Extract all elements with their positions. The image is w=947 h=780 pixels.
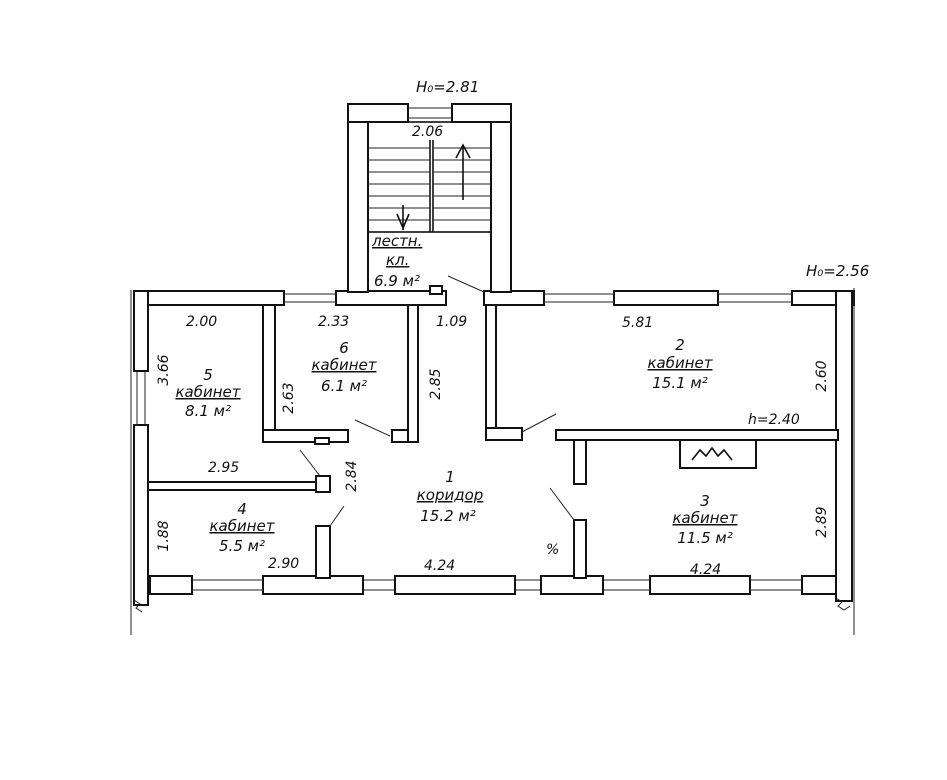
room-2-number: 2 — [675, 336, 685, 354]
room-4-name: кабинет — [209, 517, 275, 535]
room-5-area: 8.1 м² — [185, 402, 231, 420]
stamp-mark: % — [546, 542, 559, 558]
stair-name-line1: лестн. — [371, 232, 422, 250]
room-1-area: 15.2 м² — [420, 507, 476, 525]
dim-2-89: 2.89 — [814, 506, 830, 537]
dim-2-33: 2.33 — [318, 314, 349, 330]
interior-walls — [147, 304, 839, 579]
dim-2-90: 2.90 — [268, 556, 299, 572]
stair-width-dim: 2.06 — [412, 124, 443, 140]
dim-2-95: 2.95 — [208, 460, 239, 476]
dim-1-09: 1.09 — [436, 314, 467, 330]
room-1-name: коридор — [417, 486, 484, 504]
room-1-number: 1 — [445, 468, 455, 486]
room-5-number: 5 — [203, 366, 213, 384]
stair-name-line2: кл. — [386, 251, 409, 269]
room-6-area: 6.1 м² — [321, 377, 367, 395]
main-height-label: H₀=2.56 — [806, 262, 869, 280]
room3-height-label: h=2.40 — [748, 412, 800, 428]
dim-2-00: 2.00 — [186, 314, 217, 330]
outer-walls — [130, 288, 855, 635]
room-4-area: 5.5 м² — [219, 537, 265, 555]
stair-labels: 2.06 лестн. кл. 6.9 м² — [371, 124, 443, 290]
dimension-labels: 2.00 2.33 1.09 5.81 2.95 2.90 4.24 4.24 … — [156, 314, 830, 578]
dim-2-84: 2.84 — [344, 460, 360, 491]
dim-2-85: 2.85 — [428, 368, 444, 399]
dim-2-63: 2.63 — [281, 382, 297, 413]
room-5-name: кабинет — [175, 383, 241, 401]
room-3-number: 3 — [700, 492, 710, 510]
dim-3-66: 3.66 — [156, 354, 172, 385]
stair-height-label: H₀=2.81 — [416, 78, 479, 96]
room-labels: 1 коридор 15.2 м² 2 кабинет 15.1 м² 3 ка… — [175, 336, 738, 555]
room-2-name: кабинет — [647, 354, 713, 372]
room-4-number: 4 — [237, 500, 247, 518]
room-6-number: 6 — [339, 339, 349, 357]
dim-1-88: 1.88 — [156, 520, 172, 551]
height-labels: H₀=2.81 H₀=2.56 h=2.40 — [416, 78, 869, 428]
dim-2-60: 2.60 — [814, 360, 830, 391]
stair-area: 6.9 м² — [374, 272, 420, 290]
staircase — [347, 103, 512, 295]
dim-4-24-left: 4.24 — [424, 558, 455, 574]
dim-5-81: 5.81 — [622, 315, 653, 331]
dim-4-24-right: 4.24 — [690, 562, 721, 578]
room-3-name: кабинет — [672, 509, 738, 527]
room-2-area: 15.1 м² — [652, 374, 708, 392]
room-3-area: 11.5 м² — [677, 529, 733, 547]
room-6-name: кабинет — [311, 356, 377, 374]
